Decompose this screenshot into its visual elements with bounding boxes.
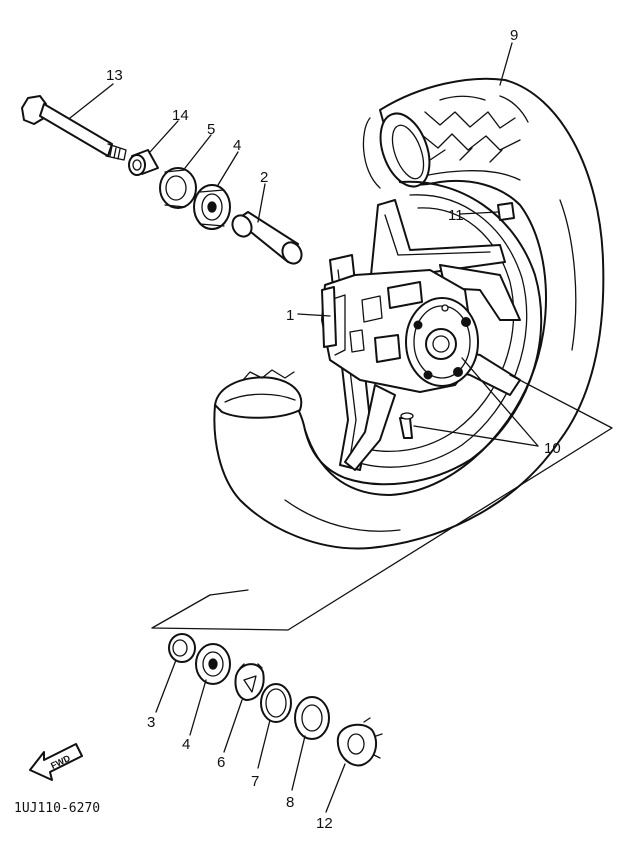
callout-labels: 13 14 5 4 2 9 11 1 10 3 4 6 7 8 12 <box>106 27 561 832</box>
spacer <box>231 211 303 265</box>
collar <box>128 149 159 176</box>
drawing-code: 1UJ110-6270 <box>14 801 100 816</box>
cast-wheel <box>304 180 543 486</box>
callout-12: 12 <box>316 815 333 832</box>
bearing-lower <box>195 643 231 685</box>
forward-arrow: FWD <box>29 743 83 781</box>
circlip <box>260 683 292 723</box>
callout-5: 5 <box>207 121 215 138</box>
callout-2: 2 <box>260 169 268 186</box>
callout-8: 8 <box>286 794 294 811</box>
callout-10: 10 <box>544 440 561 457</box>
callout-4-lower: 4 <box>182 736 190 753</box>
leader-lines <box>69 42 539 813</box>
axle-bolt <box>21 95 127 161</box>
assembly-lines <box>151 374 613 631</box>
callout-3-lower: 3 <box>147 714 155 731</box>
oil-seal-lower <box>294 696 330 740</box>
tire <box>213 77 605 550</box>
collar-lower <box>168 633 196 663</box>
callout-9: 9 <box>510 27 518 44</box>
retainer <box>234 663 265 701</box>
callout-13: 13 <box>106 67 123 84</box>
callout-11: 11 <box>448 207 464 224</box>
callout-1: 1 <box>286 307 294 324</box>
callout-6: 6 <box>217 754 225 771</box>
bearing-upper <box>193 184 231 230</box>
callout-14: 14 <box>172 107 189 124</box>
callout-7: 7 <box>251 773 259 790</box>
meter-clutch <box>336 717 383 767</box>
oil-seal-upper <box>159 167 197 209</box>
callout-4-upper: 4 <box>233 137 241 154</box>
